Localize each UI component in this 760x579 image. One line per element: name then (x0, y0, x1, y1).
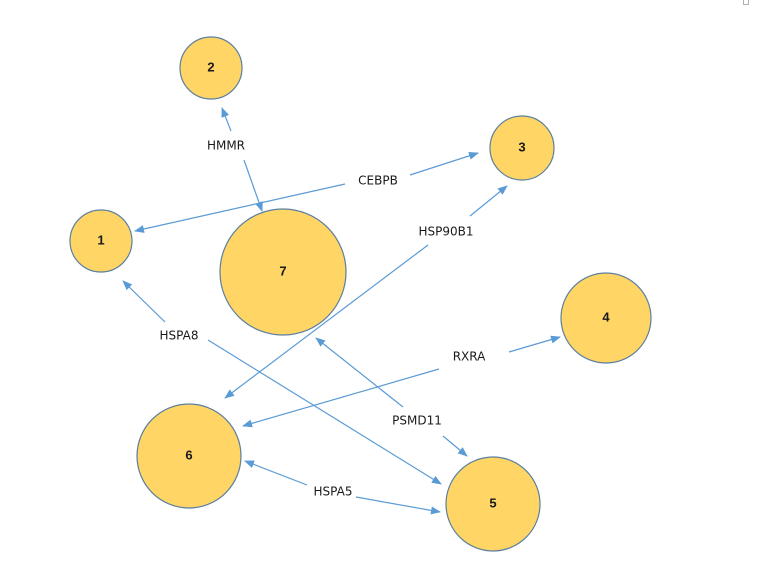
edge-label-rxra: RXRA (453, 350, 486, 364)
edge-arrow-hspa5-to-node-6 (244, 460, 308, 486)
node-label-2: 2 (207, 59, 214, 74)
node-1: 1 (69, 209, 133, 273)
edge-arrow-hspa8-to-node-5 (207, 339, 442, 485)
node-label-3: 3 (518, 139, 525, 154)
edge-arrow-psmd11-to-node-7 (315, 337, 404, 408)
edge-label-psmd11: PSMD11 (392, 414, 442, 428)
node-circle-3 (489, 115, 555, 181)
node-3: 3 (489, 115, 555, 181)
node-circle-2 (179, 36, 243, 100)
edge-label-hmmr: HMMR (207, 139, 245, 153)
edge-label-hspa8: HSPA8 (160, 329, 199, 343)
edge-arrow-hmmr-to-node-7 (243, 159, 263, 212)
node-2: 2 (179, 36, 243, 100)
edge-arrow-cebpb-to-node-1 (134, 183, 346, 233)
node-circle-7 (219, 208, 347, 336)
node-5: 5 (445, 456, 541, 552)
node-label-6: 6 (185, 447, 192, 462)
edge-arrow-rxra-to-node-4 (508, 335, 561, 353)
edge-arrow-hmmr-to-node-2 (221, 107, 232, 132)
node-label-4: 4 (602, 309, 610, 324)
edge-arrow-hsp90b1-to-node-3 (469, 185, 508, 217)
node-4: 4 (560, 272, 652, 364)
node-label-1: 1 (97, 232, 104, 247)
corner-marker (743, 0, 749, 5)
node-7: 7 (219, 208, 347, 336)
edge-arrow-psmd11-to-node-5 (442, 435, 468, 457)
edge-arrow-hspa5-to-node-5 (355, 496, 441, 515)
nodes-layer: 1 2 3 4 5 6 7 (69, 36, 652, 552)
edges-layer (122, 107, 561, 515)
node-circle-5 (445, 456, 541, 552)
edge-arrow-cebpb-to-node-3 (409, 151, 479, 176)
node-label-5: 5 (489, 495, 496, 510)
edge-label-hsp90b1: HSP90B1 (418, 225, 473, 239)
node-6: 6 (136, 403, 242, 509)
edge-arrow-hspa8-to-node-1 (122, 280, 166, 323)
edge-arrow-rxra-to-node-6 (242, 368, 440, 428)
node-circle-6 (136, 403, 242, 509)
node-circle-1 (69, 209, 133, 273)
node-circle-4 (560, 272, 652, 364)
edge-label-hspa5: HSPA5 (314, 485, 353, 499)
edge-label-cebpb: CEBPB (358, 174, 398, 188)
edge-arrow-hsp90b1-to-node-6 (224, 244, 429, 399)
node-label-7: 7 (279, 263, 286, 278)
